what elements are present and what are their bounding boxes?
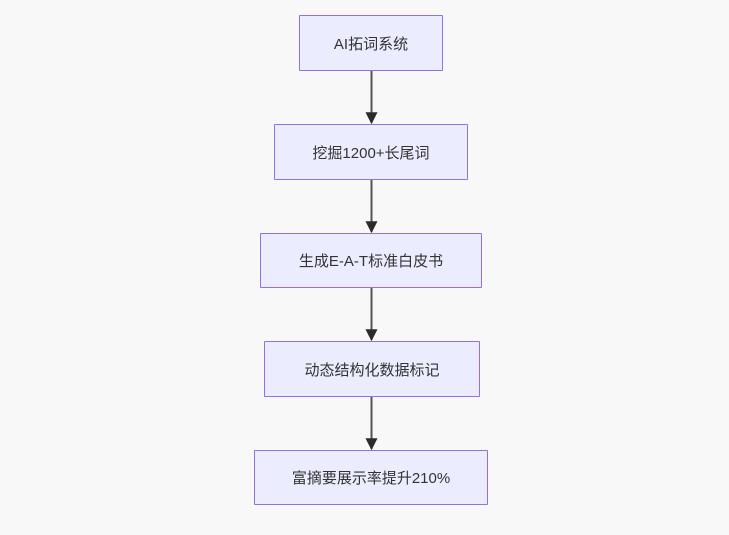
flow-node-ai-keyword-system: AI拓词系统 — [299, 15, 443, 71]
flow-node-longtail-mining: 挖掘1200+长尾词 — [274, 124, 468, 180]
flow-node-label: 生成E-A-T标准白皮书 — [298, 253, 444, 270]
flow-node-rich-snippet-result: 富摘要展示率提升210% — [254, 450, 488, 505]
flow-node-label: 富摘要展示率提升210% — [291, 470, 451, 487]
flow-node-label: AI拓词系统 — [333, 35, 409, 53]
flow-node-label: 动态结构化数据标记 — [304, 361, 440, 379]
flow-node-label: 挖掘1200+长尾词 — [312, 144, 430, 162]
flow-node-structured-data-markup: 动态结构化数据标记 — [264, 341, 480, 397]
flow-node-eat-whitepaper: 生成E-A-T标准白皮书 — [260, 233, 482, 288]
